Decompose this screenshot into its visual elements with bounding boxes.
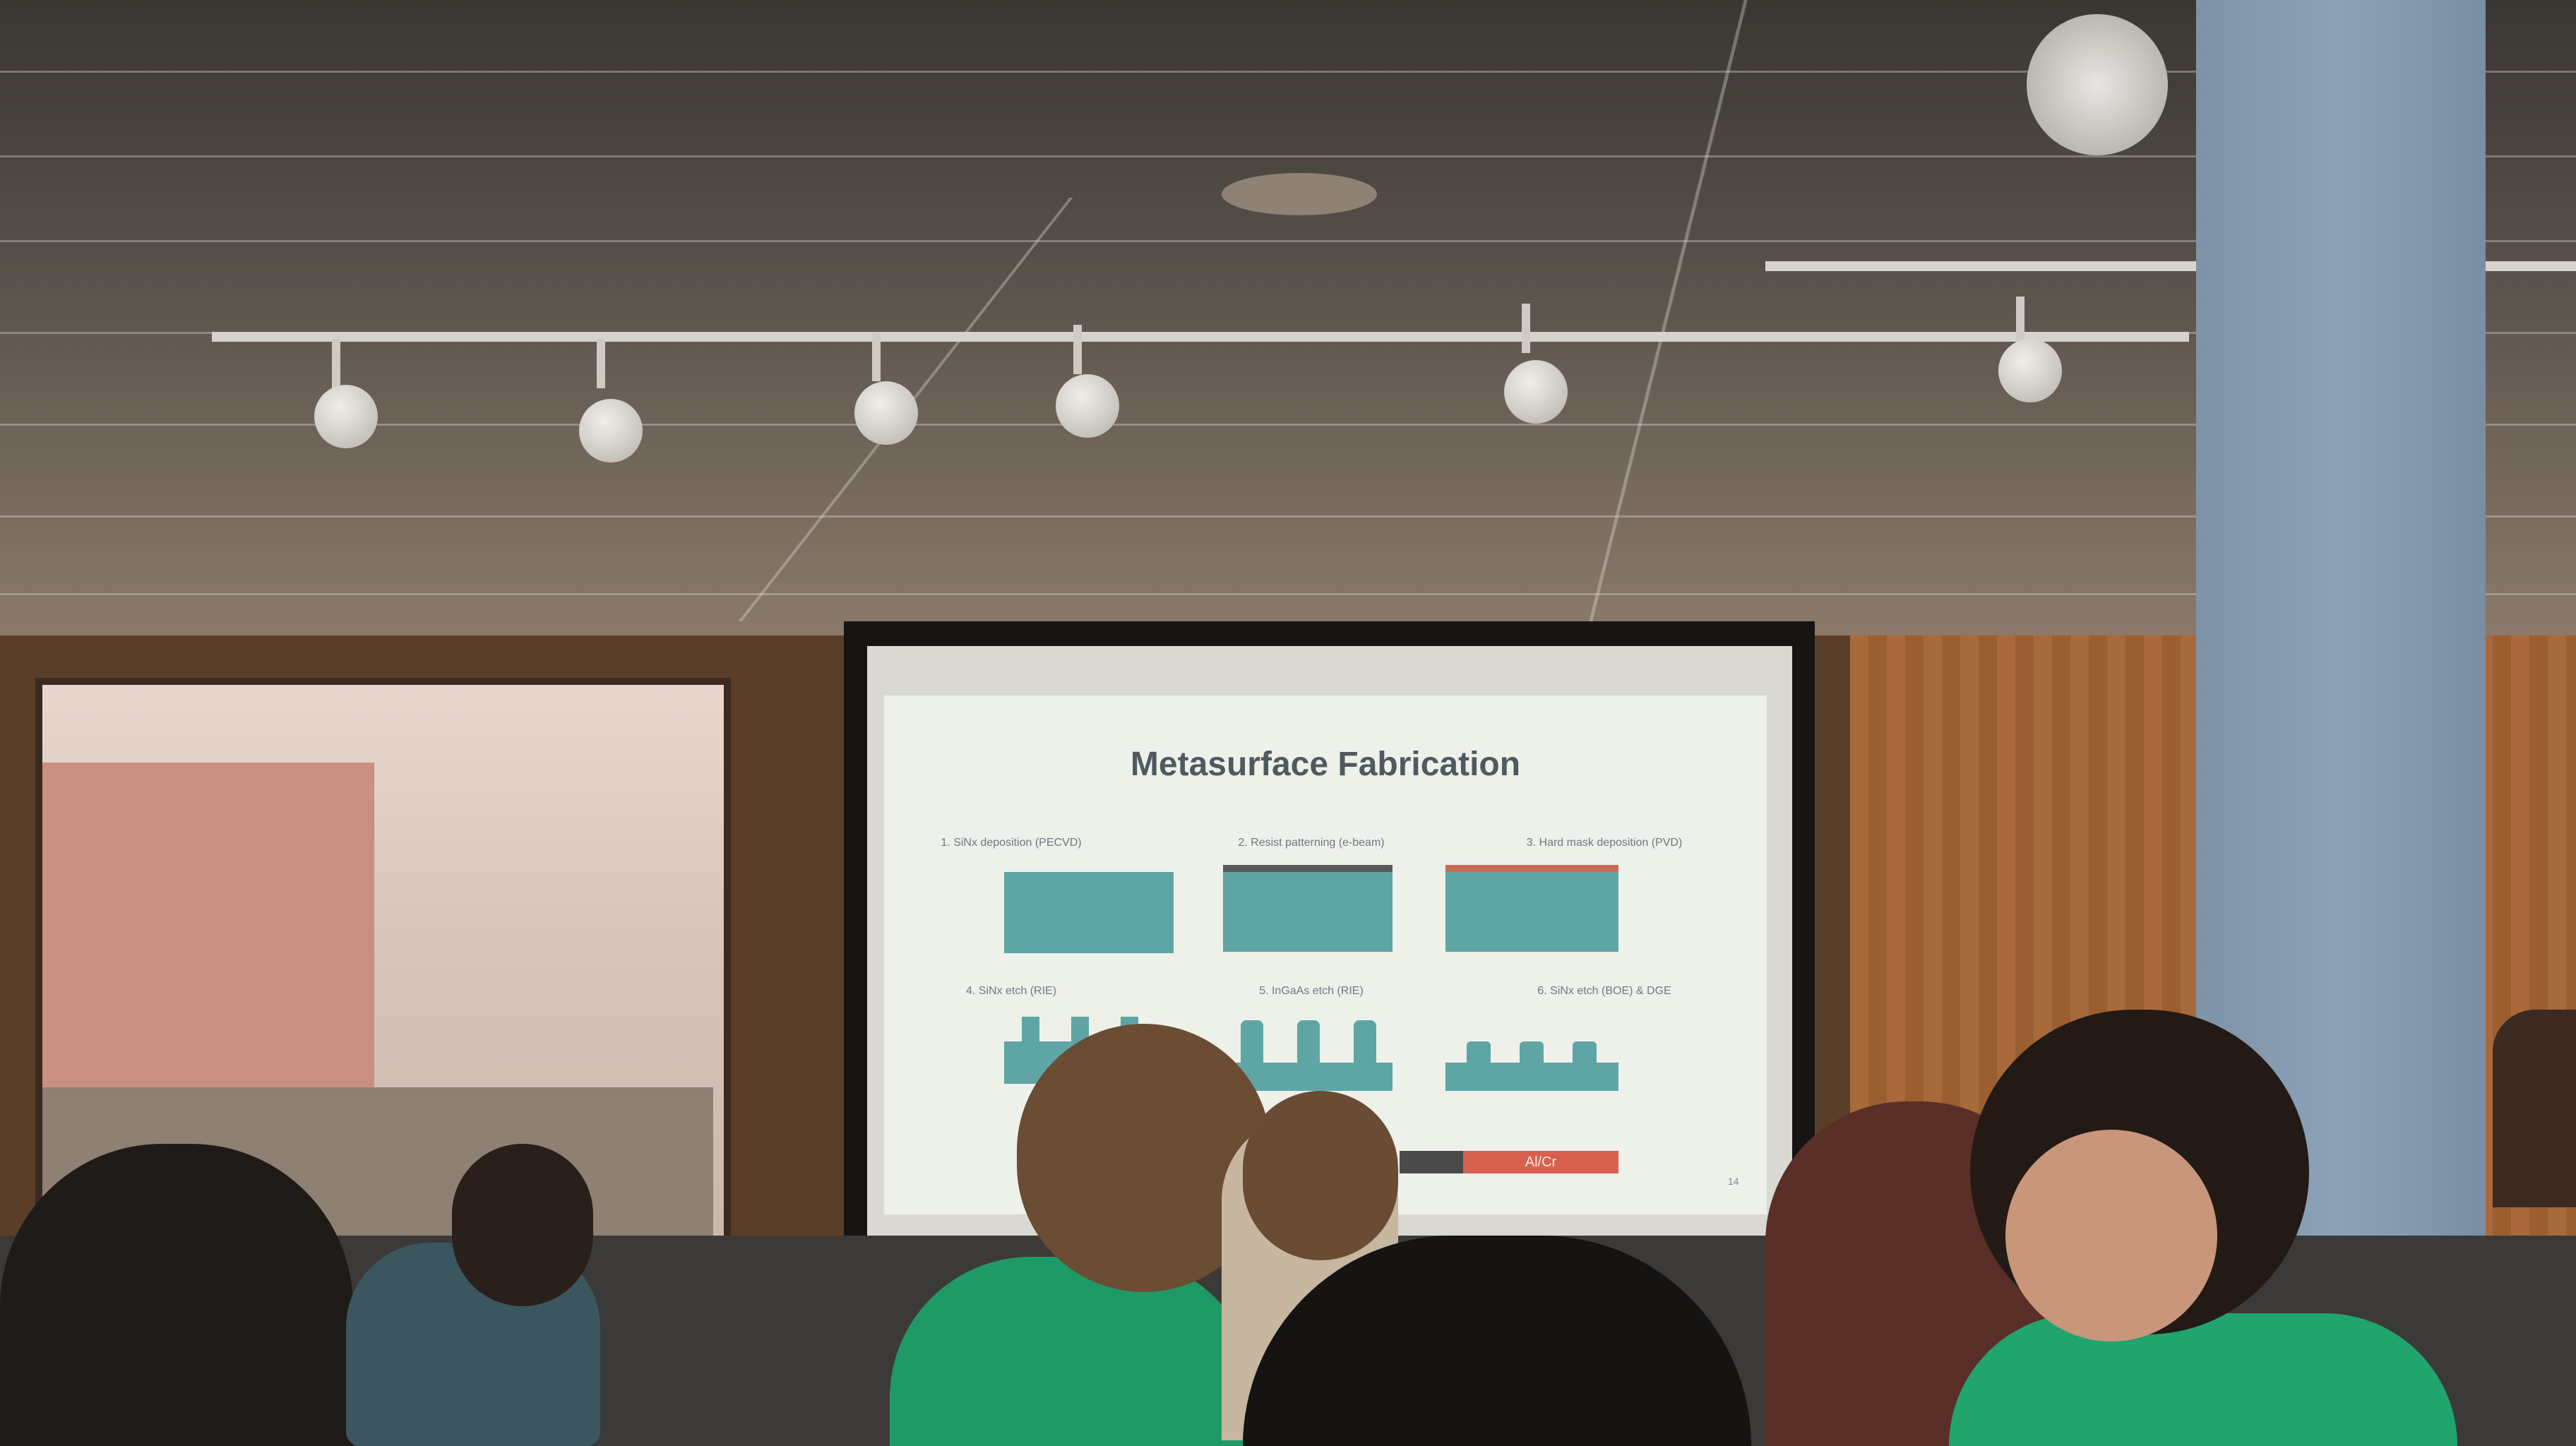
- security-camera-icon: [2027, 14, 2168, 155]
- step-label: 1. SiNx deposition (PECVD): [941, 837, 1082, 849]
- light-track: [212, 332, 2189, 342]
- audience-member-green-hoodie: [890, 1257, 1257, 1446]
- step-label: 4. SiNx etch (RIE): [965, 985, 1057, 997]
- audience-member-head: [452, 1144, 593, 1306]
- step-label: 3. Hard mask deposition (PVD): [1526, 837, 1683, 849]
- spotlight-icon: [1998, 339, 2062, 402]
- audience-member-head: [1243, 1091, 1398, 1260]
- legend-metal-label: Al/Cr: [1463, 1151, 1618, 1173]
- spotlight-icon: [1504, 360, 1568, 424]
- spotlight-icon: [854, 381, 918, 445]
- spotlight-icon: [314, 385, 378, 448]
- process-diagram-1: [1004, 872, 1174, 953]
- audience-member-face: [2005, 1130, 2217, 1342]
- audience-member-green-hoodie: [1949, 1313, 2457, 1446]
- step-label: 5. InGaAs etch (RIE): [1259, 985, 1364, 997]
- step-label: 2. Resist patterning (e-beam): [1238, 837, 1385, 849]
- ceiling: [0, 0, 2576, 635]
- spotlight-icon: [1056, 374, 1119, 438]
- spotlight-icon: [579, 399, 643, 462]
- process-diagram-2: [1223, 871, 1393, 952]
- step-label: 6. SiNx etch (BOE) & DGE: [1537, 985, 1671, 997]
- ceiling-vent-icon: [1222, 173, 1377, 215]
- process-diagram-3: [1445, 871, 1618, 952]
- process-diagram-6: [1445, 1063, 1618, 1091]
- slide-title: Metasurface Fabrication: [1130, 746, 1521, 783]
- slide-page-number: 14: [1728, 1176, 1739, 1187]
- presenter: [2493, 1010, 2576, 1207]
- audience-member: [0, 1144, 353, 1446]
- legend-swatch-dark: [1400, 1151, 1463, 1173]
